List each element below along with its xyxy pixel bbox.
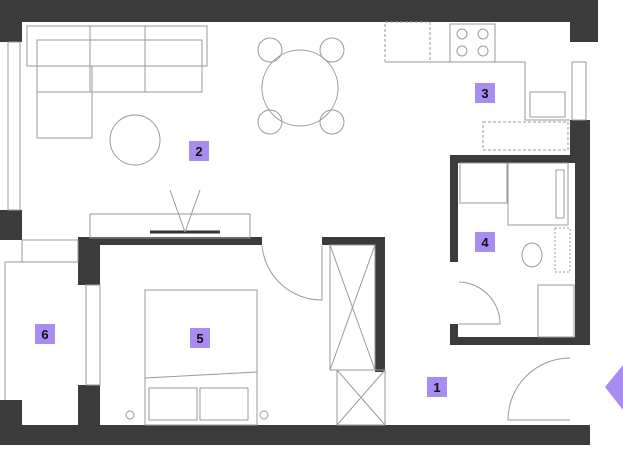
furniture [4,21,587,426]
room-label-4: 4 [475,232,495,252]
entrance-arrow-icon [605,365,623,410]
room-label-2: 2 [189,141,209,161]
walls [0,0,598,445]
room-label-5: 5 [190,328,210,348]
room-label-6: 6 [35,324,55,344]
room-label-3: 3 [475,83,495,103]
room-label-1: 1 [427,377,447,397]
door-gaps [262,236,592,422]
